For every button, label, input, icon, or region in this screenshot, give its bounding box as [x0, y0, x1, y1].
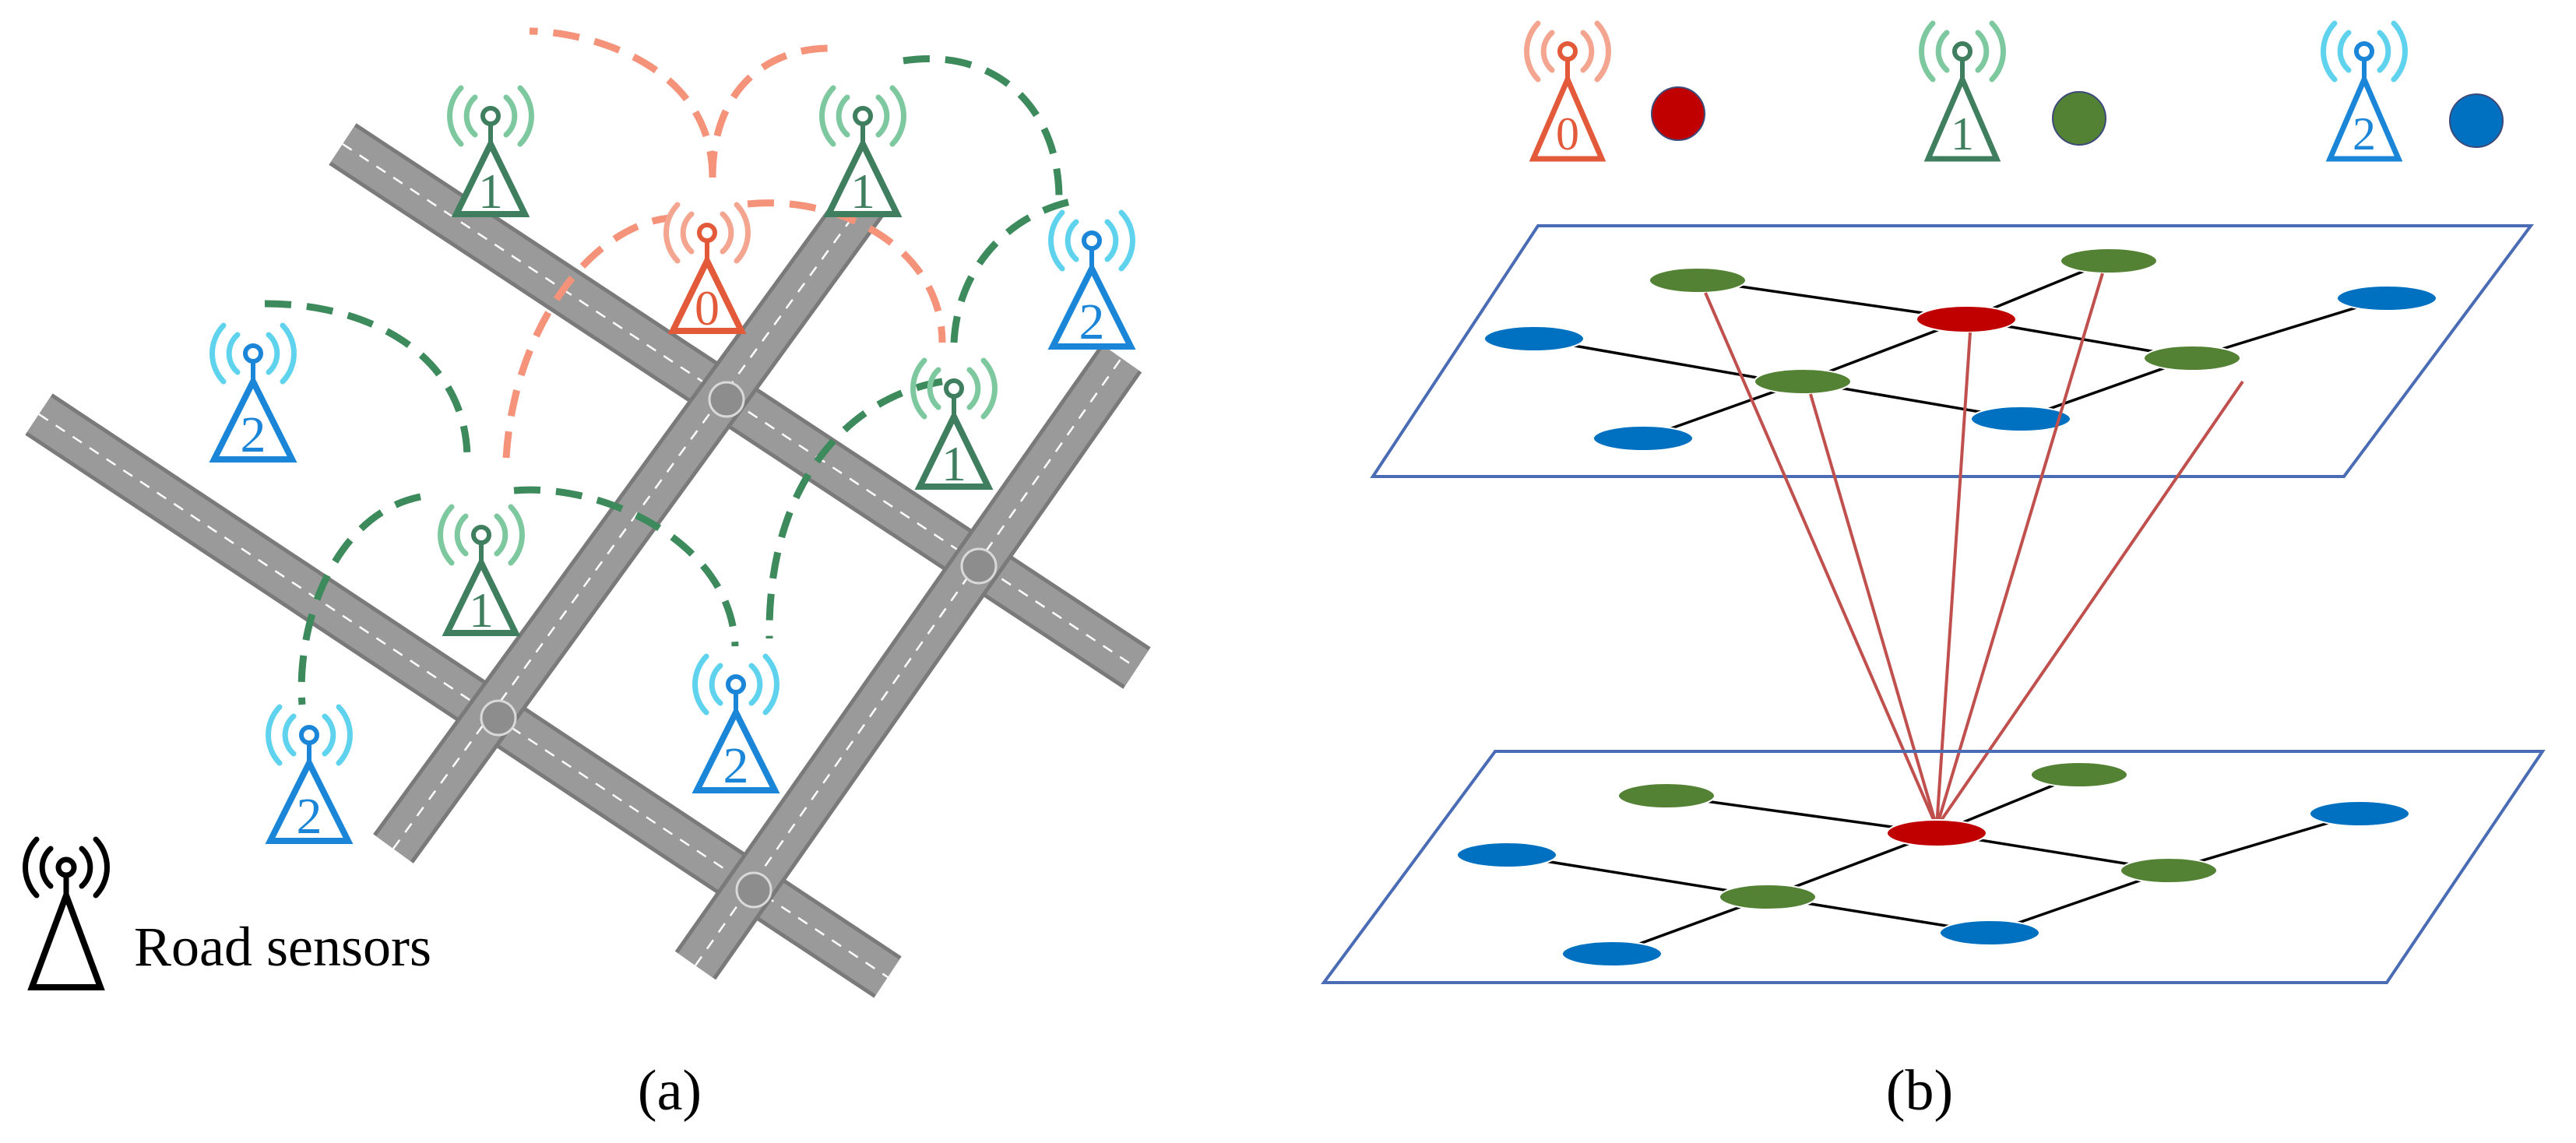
sensor-level-label: 2: [1079, 294, 1105, 350]
road-sw-ne-left: [373, 186, 885, 863]
legend-node-level-2: [2449, 93, 2504, 148]
panel-a: 1 1 1 1: [25, 27, 1151, 1123]
road-sw-ne-right: [674, 343, 1142, 980]
sensor-icon: 1: [1922, 23, 2004, 162]
sensor-icon: 1: [441, 507, 523, 638]
cross-layer-link: [1704, 292, 1938, 828]
graph-edge: [1506, 853, 1768, 899]
sensor-icon: 2: [209, 325, 297, 463]
link-green: [513, 486, 739, 647]
legend-node-level-0: [1651, 86, 1705, 141]
legend-item-level-1: 1: [1922, 23, 2106, 162]
link-green: [950, 195, 1083, 343]
graph-node-level-1: [2030, 761, 2128, 788]
road-sensor-legend-icon: [26, 839, 107, 990]
bottom-graph-plane: [1321, 750, 2546, 984]
sensor-icon: 2: [2324, 23, 2405, 162]
sensor-links: [264, 27, 1083, 705]
intersection: [708, 381, 745, 418]
top-graph-plane: [1370, 224, 2534, 478]
graph-node-level-2: [2336, 285, 2437, 311]
legend-item-level-2: 2: [2324, 23, 2504, 162]
sensor-icon: 0: [667, 205, 748, 336]
link-orange: [502, 214, 670, 459]
panel-b: 0 1 2: [1321, 23, 2546, 1123]
sensor-level-label: 1: [850, 164, 875, 219]
link-orange: [529, 27, 716, 178]
sensor-level-2: 2 2 2 2: [209, 213, 1136, 845]
plane-bottom: [1321, 750, 2546, 984]
sensor-level-label: 0: [695, 280, 720, 336]
legend-level-label: 1: [1951, 108, 1974, 160]
link-green: [264, 300, 471, 460]
sensor-level-label: 1: [941, 436, 966, 491]
cross-layer-link: [1935, 332, 1972, 828]
legend-item-level-0: 0: [1527, 23, 1705, 162]
bottom-graph-nodes: [1456, 761, 2410, 967]
panel-a-caption: (a): [638, 1059, 702, 1123]
graph-node-level-1: [2143, 345, 2241, 371]
legend-level-label: 2: [2353, 108, 2376, 160]
graph-node-level-1: [1617, 783, 1716, 809]
cross-layer-link: [1809, 393, 1938, 828]
link-green: [765, 378, 943, 639]
sensor-icon: 1: [822, 88, 904, 219]
link-orange: [747, 199, 946, 343]
road-sensors-legend: Road sensors: [26, 839, 431, 990]
level-legend: 0 1 2: [1527, 23, 2504, 162]
graph-node-level-2: [1592, 425, 1694, 452]
sensor-level-label: 2: [723, 737, 749, 794]
graph-node-level-1: [1754, 368, 1852, 395]
sensor-level-label: 2: [297, 788, 322, 845]
graph-node-level-2: [2309, 800, 2410, 827]
graph-node-level-0: [1916, 305, 2017, 333]
link-green: [903, 55, 1063, 199]
graph-node-level-2: [1939, 920, 2040, 946]
link-green: [297, 493, 421, 705]
intersection: [735, 871, 772, 909]
graph-node-level-1: [1719, 884, 1817, 910]
graph-node-level-2: [1456, 842, 1557, 868]
sensor-icon: 2: [1047, 213, 1136, 350]
intersection: [480, 699, 517, 737]
sensor-icon: 0: [1527, 23, 1609, 162]
road-sensors-label: Road sensors: [134, 916, 431, 978]
panel-b-caption: (b): [1886, 1059, 1953, 1123]
sensor-level-1: 1 1 1 1: [441, 88, 995, 638]
sensor-level-label: 1: [478, 164, 503, 219]
graph-node-level-2: [1561, 941, 1663, 967]
intersection: [960, 547, 998, 585]
road-network: [25, 123, 1151, 998]
top-graph-nodes: [1483, 248, 2437, 452]
legend-node-level-1: [2052, 91, 2106, 146]
sensor-icon: 1: [913, 360, 995, 491]
road-intersections: [480, 381, 998, 909]
graph-node-level-0: [1886, 819, 1987, 847]
graph-node-level-1: [2060, 248, 2158, 274]
graph-node-level-1: [1649, 267, 1747, 294]
sensor-icon: 2: [692, 656, 780, 794]
graph-node-level-2: [1970, 406, 2071, 432]
legend-level-label: 0: [1556, 108, 1579, 160]
cross-layer-link: [1935, 273, 2104, 828]
sensor-level-label: 1: [469, 582, 494, 638]
graph-node-level-1: [2120, 857, 2218, 884]
graph-node-level-2: [1483, 325, 1585, 352]
link-orange: [709, 44, 834, 178]
sensor-icon: 1: [450, 88, 532, 219]
sensor-icon: 2: [265, 707, 354, 845]
sensor-level-label: 2: [241, 406, 266, 463]
